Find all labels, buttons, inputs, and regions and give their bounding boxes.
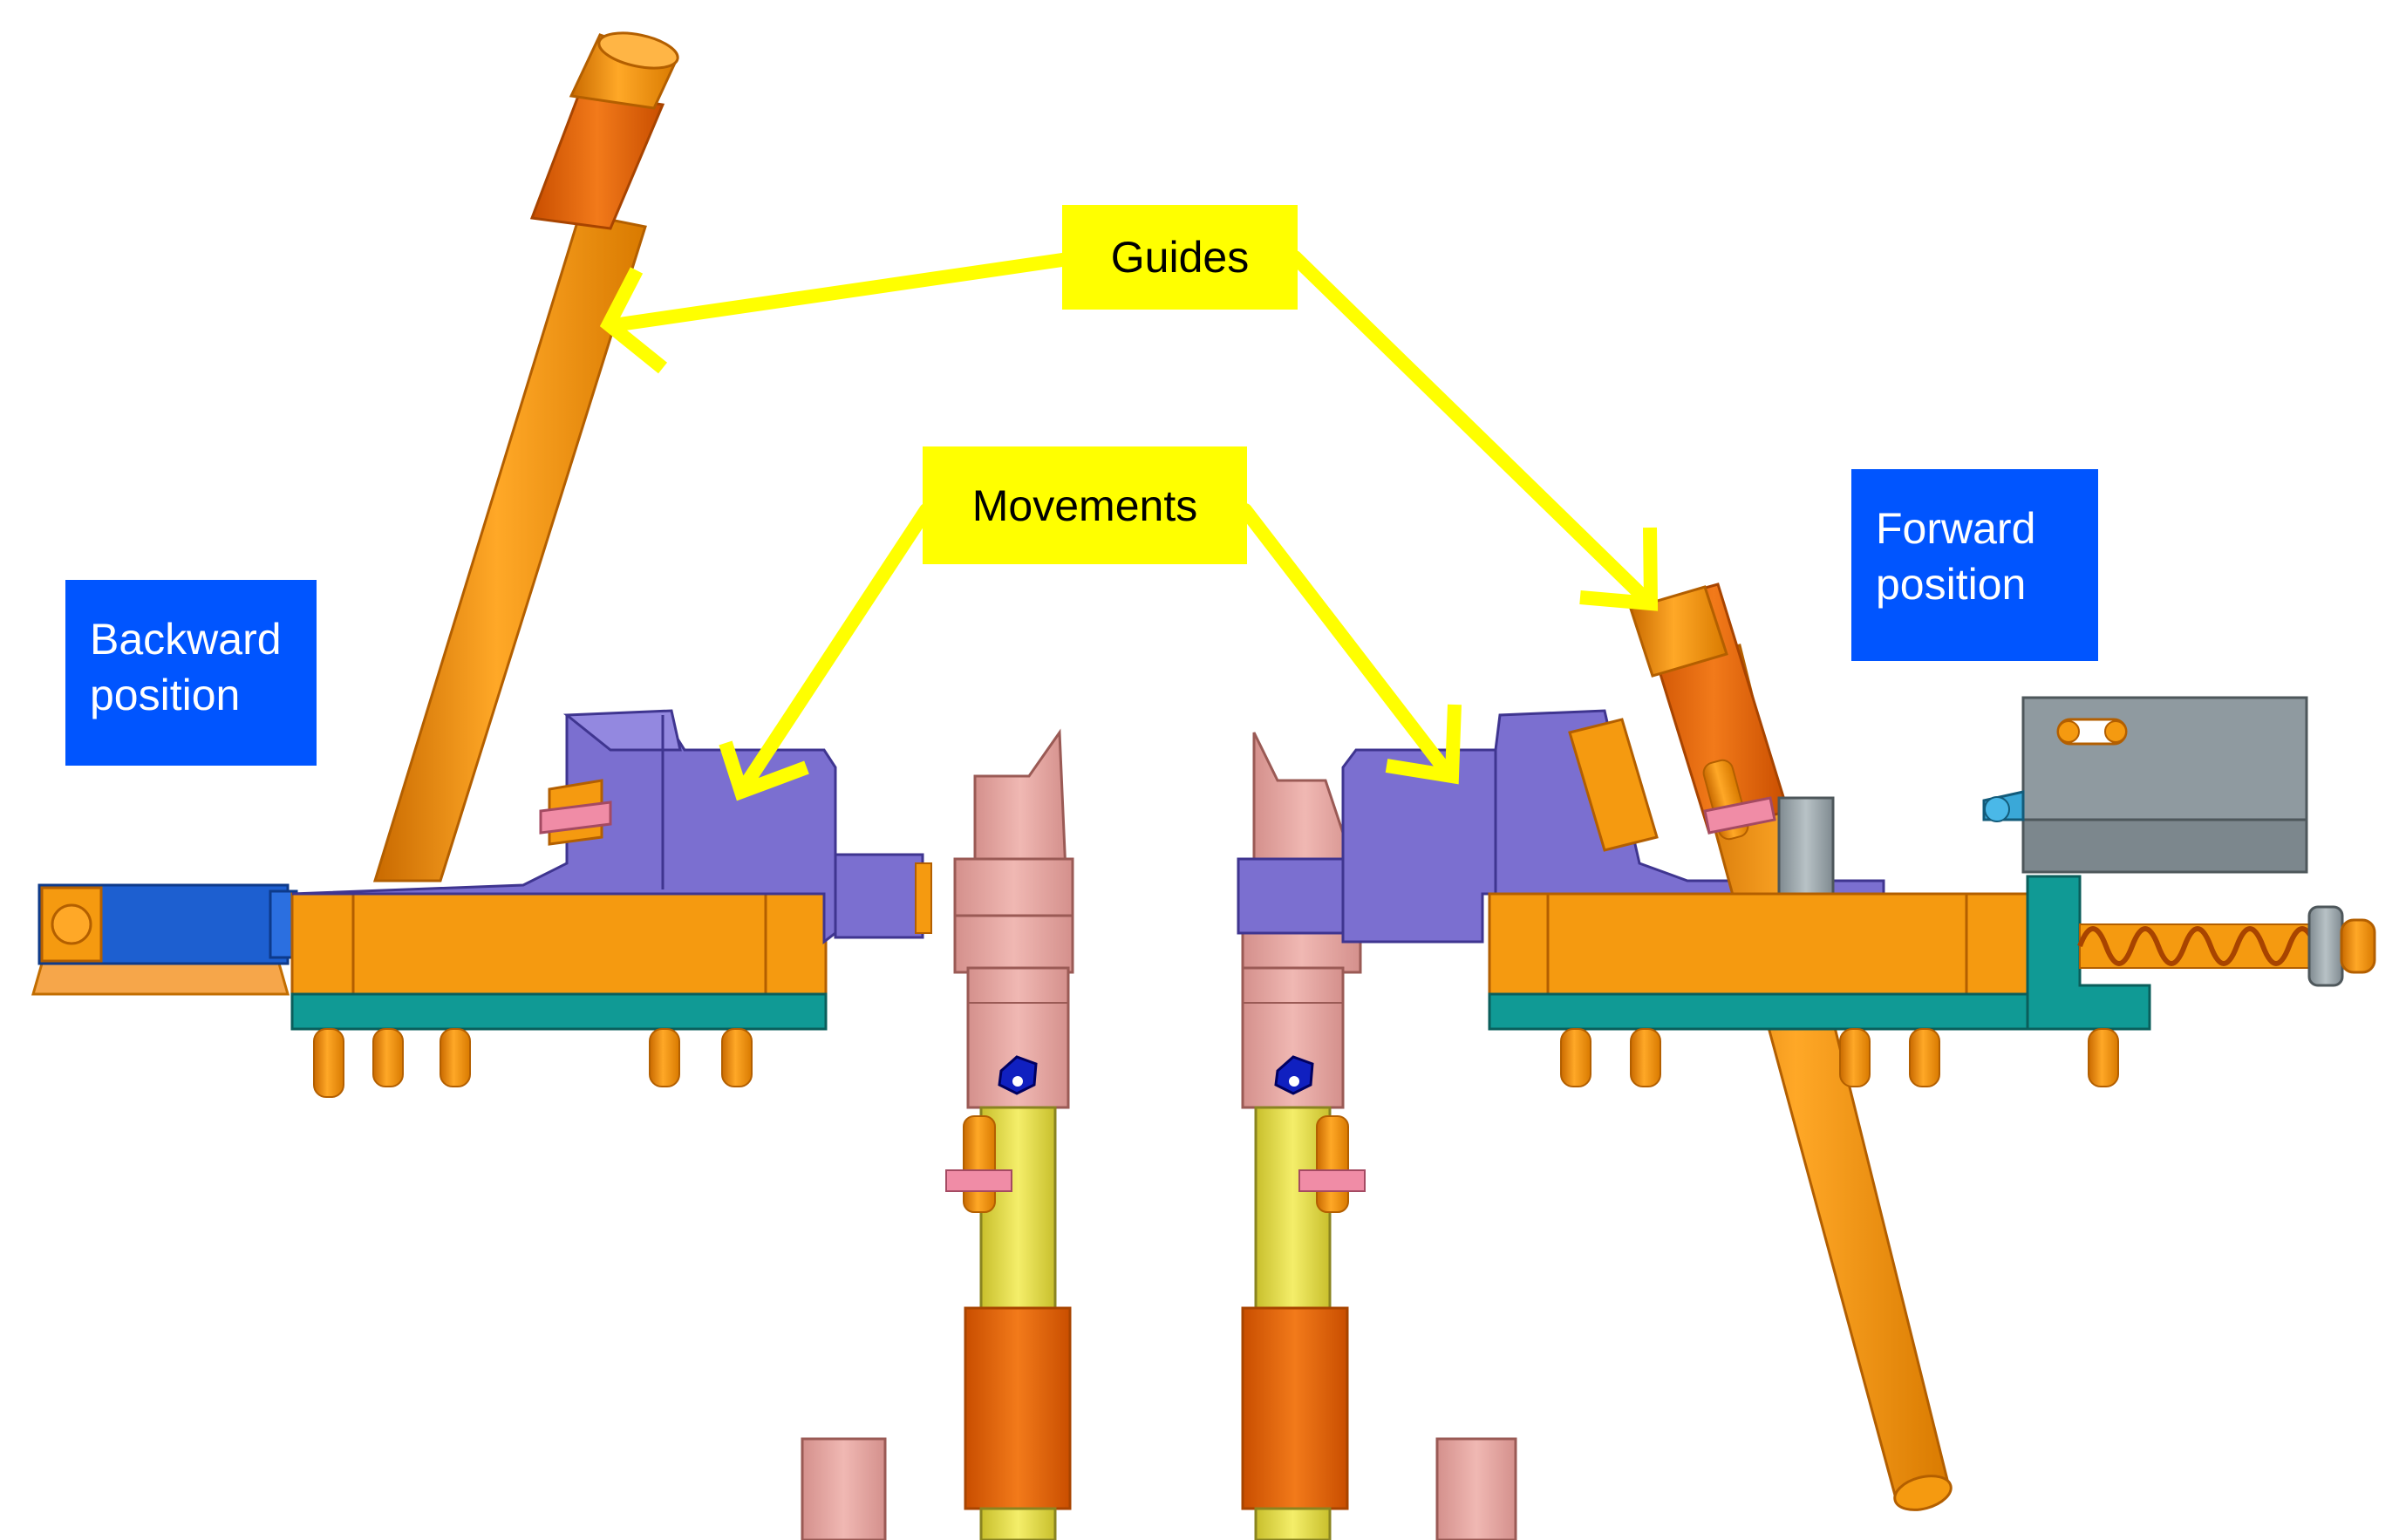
movements-label: Movements	[923, 446, 1247, 564]
left-blue-block	[31, 883, 298, 996]
right-base-block	[1488, 875, 2151, 1031]
arrow-to-right-guide	[1288, 250, 1659, 611]
backward-line-2: position	[90, 671, 241, 719]
center-right-column	[1241, 732, 1517, 1540]
backward-position-label: Backward position	[65, 580, 317, 766]
arrow-to-right-slider	[1238, 503, 1462, 785]
right-assembly	[1237, 583, 2376, 1511]
arrow-to-left-guide	[599, 253, 1069, 374]
center-left-column	[801, 728, 1074, 1540]
right-grey-post	[1777, 796, 1835, 896]
forward-line-1: Forward	[1876, 504, 2036, 553]
left-assembly	[31, 31, 932, 1098]
movements-label-text: Movements	[971, 480, 1198, 530]
arrow-to-left-slider	[719, 503, 933, 801]
movements-arrows	[719, 503, 1462, 801]
right-pins	[1560, 1028, 2119, 1087]
forward-line-2: position	[1876, 560, 2027, 609]
guides-arrows	[599, 250, 1659, 611]
left-purple-slider	[291, 709, 932, 945]
right-guide-rod	[1629, 583, 1953, 1511]
right-spring	[2077, 905, 2376, 987]
forward-position-label: Forward position	[1851, 469, 2098, 661]
left-guide-rod	[372, 31, 679, 882]
backward-line-1: Backward	[90, 615, 282, 664]
right-grey-cylinder	[1982, 696, 2308, 874]
guides-label: Guides	[1062, 205, 1298, 310]
left-pins	[313, 1028, 753, 1098]
guides-label-text: Guides	[1110, 233, 1250, 282]
left-base-block	[290, 892, 828, 1031]
